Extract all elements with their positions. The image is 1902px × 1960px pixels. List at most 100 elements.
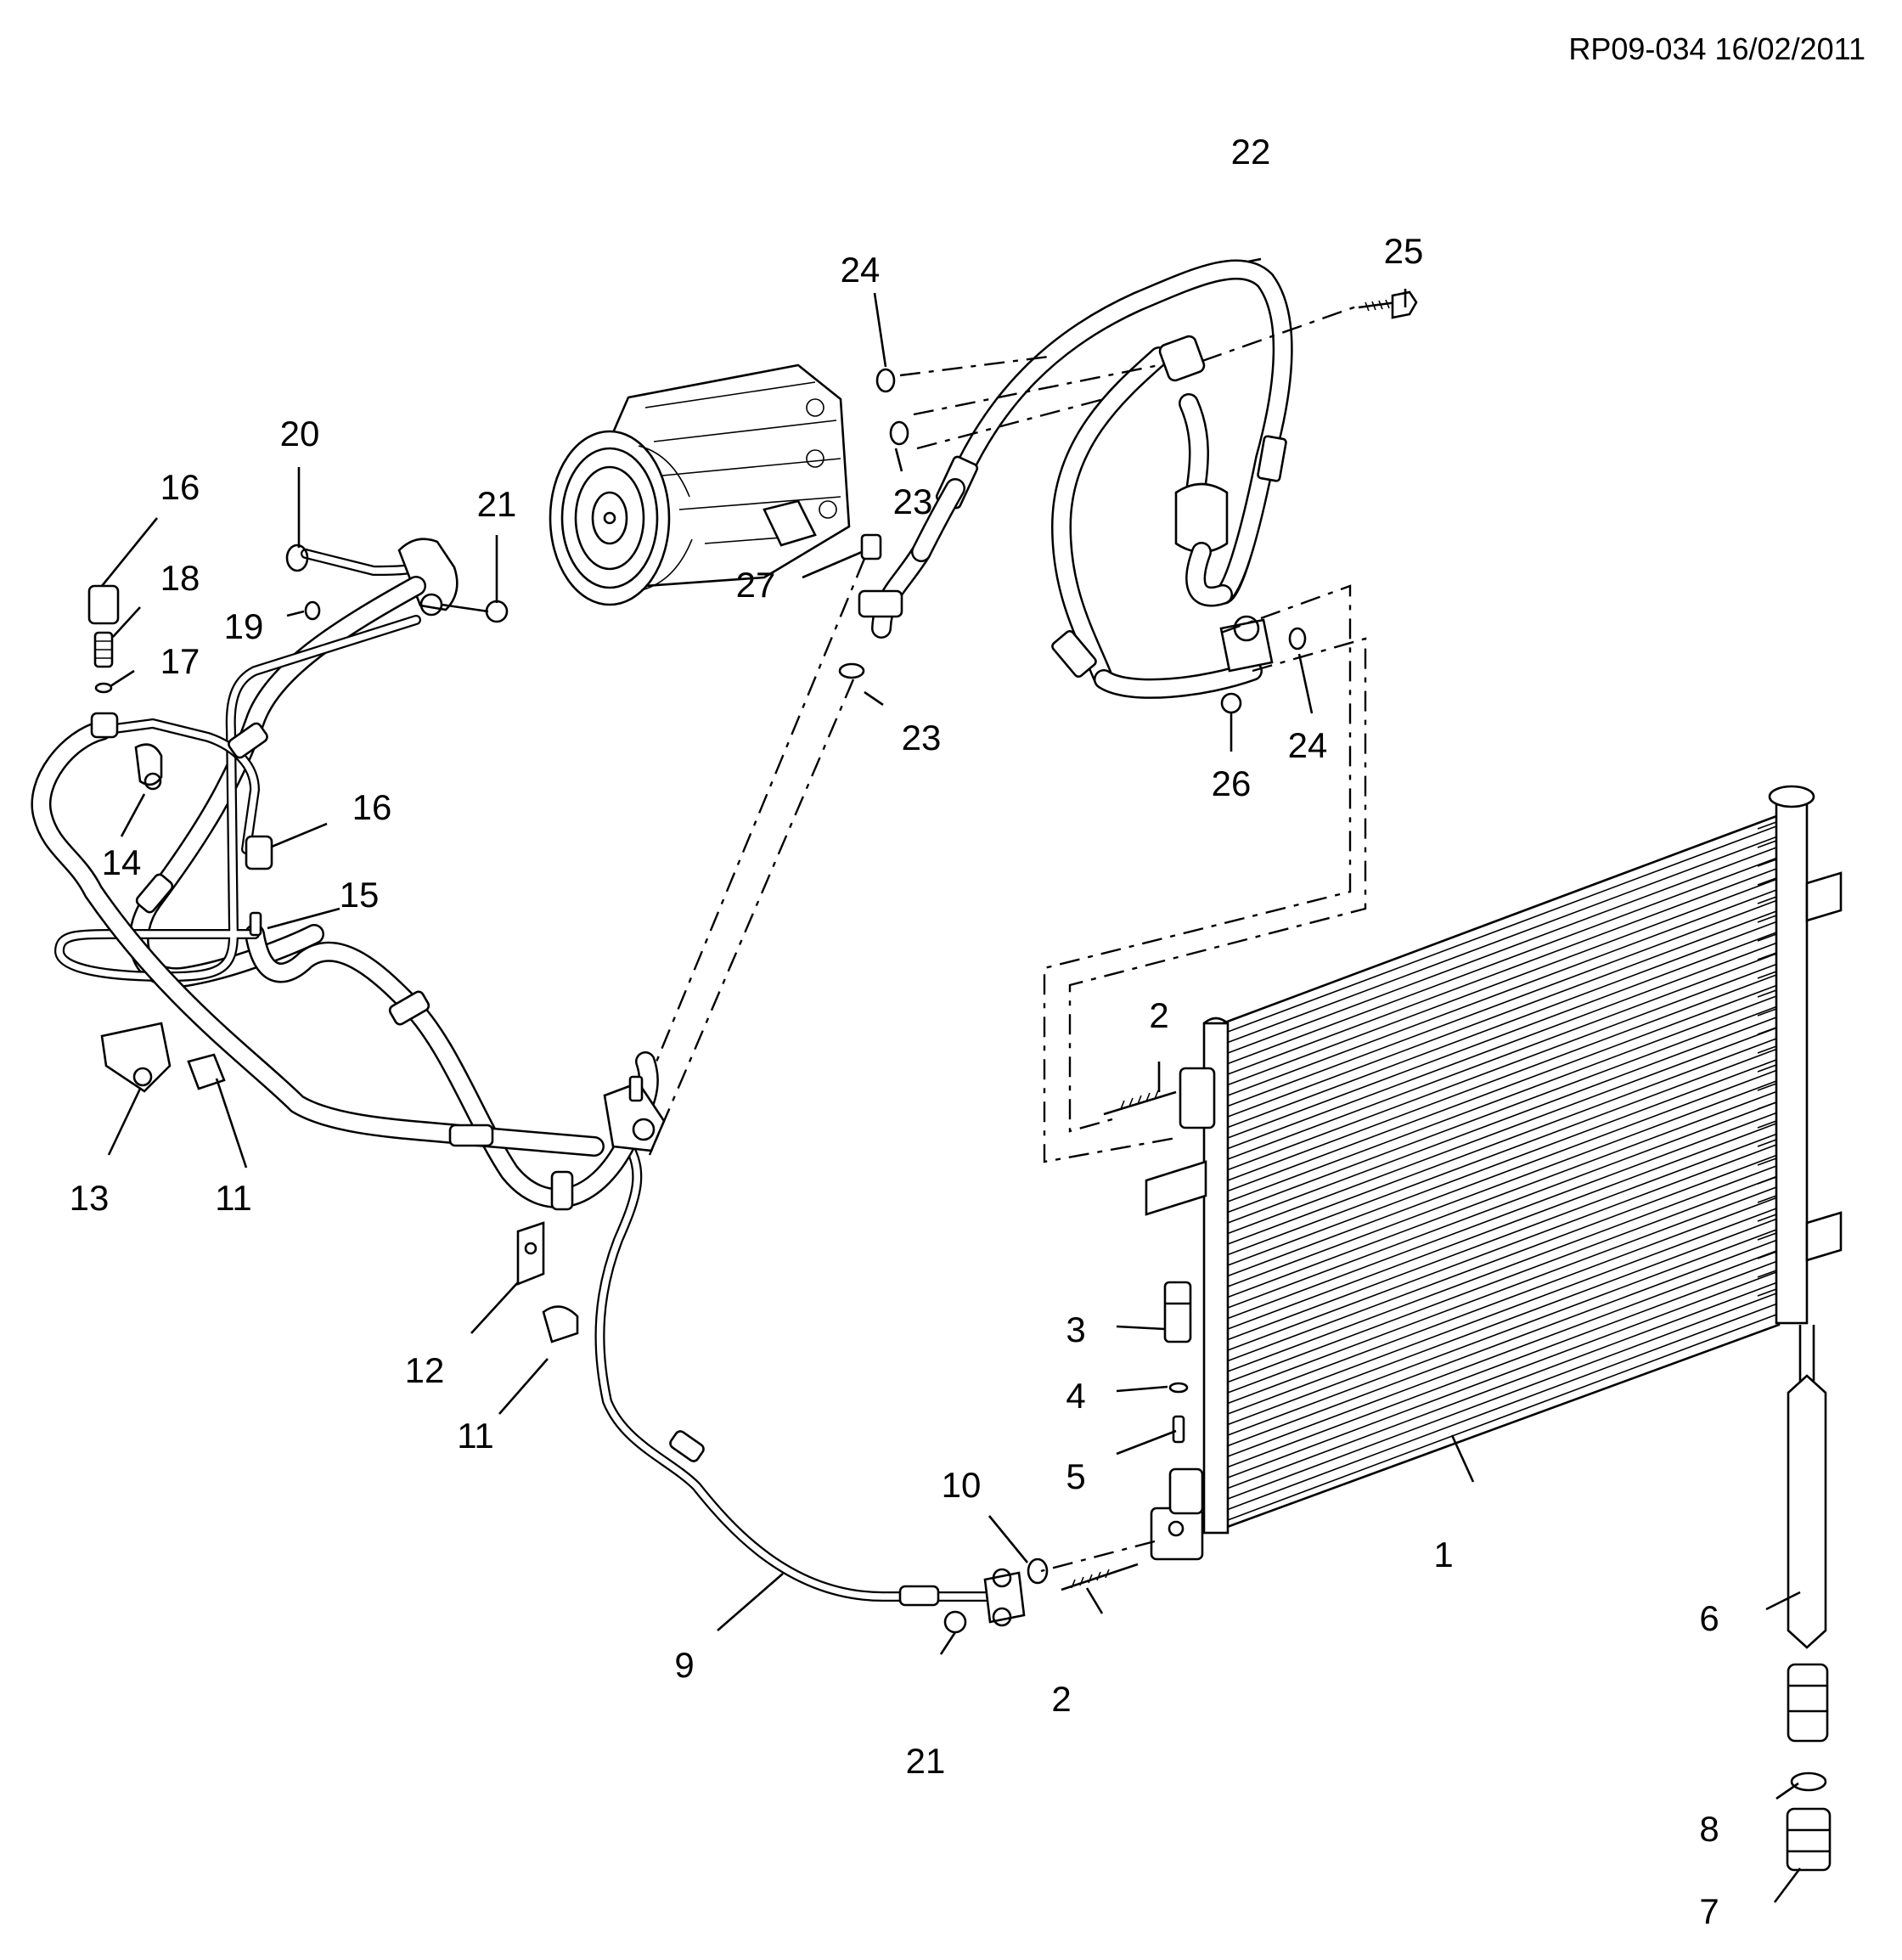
clip-11-lower [542, 1305, 579, 1343]
tank-rib [1757, 1214, 1777, 1222]
callout-13: 13 [70, 1178, 110, 1218]
condenser-fin [1227, 825, 1777, 1033]
stud-2-upper [1103, 1090, 1177, 1116]
condenser-fin [1227, 995, 1777, 1202]
tank-rib [1757, 915, 1777, 923]
valve-core-15 [249, 911, 262, 937]
condenser-fin [1227, 984, 1777, 1192]
o-ring-23-lower [838, 662, 865, 679]
tank-rib [1757, 896, 1777, 904]
condenser-fin [1227, 1175, 1777, 1383]
condenser-fin [1227, 1144, 1777, 1351]
condenser-fin [1227, 1080, 1777, 1287]
condenser-fin [1227, 1101, 1777, 1309]
callout-16: 16 [160, 467, 200, 507]
bolt-25 [1358, 290, 1418, 319]
condenser-fin [1227, 1260, 1777, 1468]
o-ring-17 [94, 682, 113, 694]
condenser-fin [1227, 899, 1777, 1107]
tank-rib [1757, 989, 1777, 998]
liquid-line-9 [594, 1137, 1026, 1627]
callout-25: 25 [1384, 231, 1424, 271]
assembly-leader-lines [631, 304, 1367, 1588]
condenser-fin [1227, 1281, 1777, 1490]
cap-16-lower [245, 835, 273, 870]
callout-labels: 1 2 2 3 4 5 6 7 8 9 10 11 11 12 13 14 15… [70, 132, 1719, 1931]
tank-rib [1757, 859, 1777, 867]
tank-rib [1757, 821, 1777, 830]
condenser-fin [1227, 963, 1777, 1171]
callout-9: 9 [674, 1645, 694, 1685]
callout-18: 18 [160, 558, 200, 598]
callout-14: 14 [102, 842, 142, 882]
nut-21-lower [943, 1610, 967, 1634]
stud-2-lower [1061, 1563, 1139, 1591]
condenser-fin [1227, 1197, 1777, 1405]
callout-3: 3 [1066, 1309, 1085, 1349]
tank-rib [1757, 1120, 1777, 1129]
condenser-fin [1227, 1293, 1777, 1500]
callout-27: 27 [736, 565, 776, 605]
tank-rib [1757, 1270, 1777, 1278]
o-ring-20 [285, 544, 309, 572]
condenser-fin [1227, 1218, 1777, 1426]
tank-rib [1757, 840, 1777, 848]
fitting-17 [90, 712, 119, 739]
callout-6: 6 [1699, 1598, 1719, 1638]
clip-12 [516, 1221, 545, 1286]
tank-rib [1757, 1251, 1777, 1259]
cap-16-upper [87, 584, 120, 625]
suction-hose-22 [858, 259, 1307, 714]
callout-23: 23 [902, 718, 942, 758]
tank-rib [1757, 1045, 1777, 1054]
condenser-fin [1227, 868, 1777, 1075]
callout-19: 19 [224, 606, 264, 646]
callout-26: 26 [1212, 763, 1252, 803]
tank-rib [1757, 1176, 1777, 1185]
condenser [1145, 785, 1843, 1561]
tank-rib [1757, 1083, 1777, 1091]
callout-20: 20 [280, 414, 320, 453]
callout-24: 24 [1288, 725, 1328, 765]
condenser-fin [1227, 1133, 1777, 1341]
condenser-fin [1227, 1090, 1777, 1298]
condenser-fin [1227, 1048, 1777, 1256]
condenser-fin [1227, 1303, 1777, 1511]
o-ring-10 [1027, 1557, 1049, 1585]
callout-7: 7 [1699, 1891, 1719, 1931]
hose-assembly-left [31, 538, 666, 1211]
condenser-fin [1227, 1059, 1777, 1266]
tank-rib [1757, 1139, 1777, 1147]
tank-rib [1757, 1288, 1777, 1297]
condenser-fin [1227, 857, 1777, 1065]
condenser-fin [1227, 910, 1777, 1118]
callout-21: 21 [477, 484, 517, 524]
valve-5 [1172, 1415, 1185, 1444]
condenser-fin [1227, 1123, 1777, 1330]
o-ring-8 [1790, 1771, 1827, 1792]
condenser-fin [1227, 1314, 1777, 1521]
condenser-fin [1227, 974, 1777, 1181]
condenser-fin [1227, 942, 1777, 1150]
callout-22: 22 [1231, 132, 1271, 172]
callout-5: 5 [1066, 1456, 1085, 1496]
condenser-fins [1227, 821, 1777, 1521]
callout-23: 23 [893, 482, 933, 521]
tank-rib [1757, 1157, 1777, 1166]
callout-24: 24 [841, 250, 881, 290]
condenser-fin [1227, 1229, 1777, 1436]
o-ring-4 [1168, 1382, 1189, 1394]
condenser-fin [1227, 878, 1777, 1086]
compressor [549, 363, 851, 606]
nut-21-upper [441, 600, 509, 623]
condenser-fin [1227, 932, 1777, 1139]
tank-rib [1757, 1064, 1777, 1073]
condenser-fin [1227, 1239, 1777, 1447]
condenser-fin [1227, 847, 1777, 1054]
tank-rib [1757, 1027, 1777, 1035]
o-ring-23-upper [889, 420, 909, 446]
clip-13 [100, 1022, 172, 1093]
tank-rib [1757, 1101, 1777, 1110]
condenser-fin [1227, 1154, 1777, 1362]
condenser-fin [1227, 1271, 1777, 1478]
